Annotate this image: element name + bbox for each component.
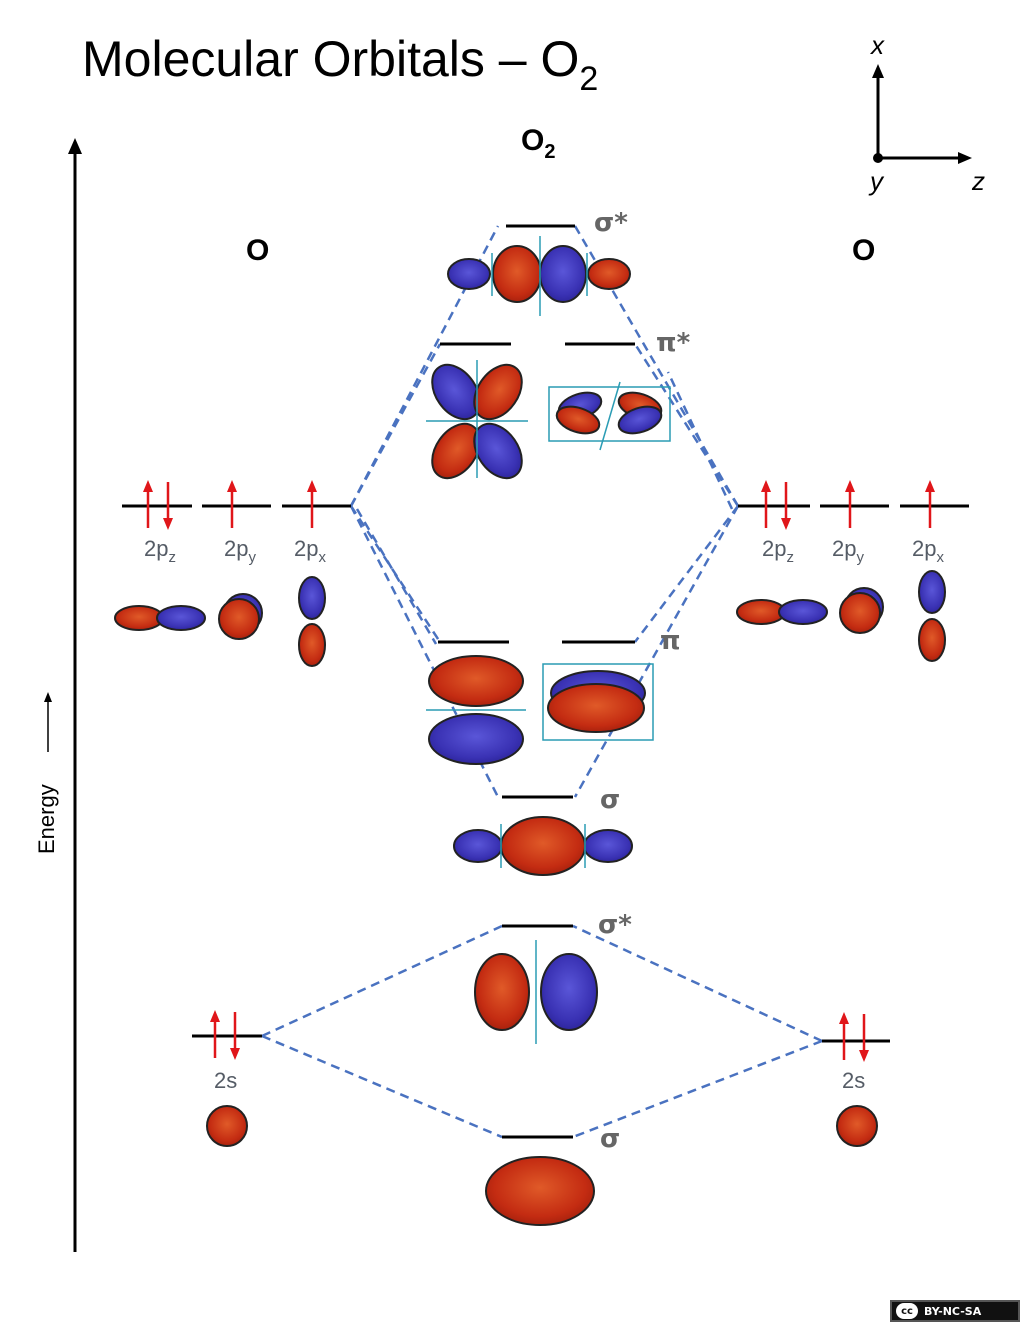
molecule-label: O2 bbox=[521, 124, 556, 163]
license-text: BY-NC-SA bbox=[924, 1304, 982, 1318]
cc-icon: cc bbox=[896, 1303, 918, 1319]
left-2pz-orbital bbox=[114, 605, 206, 631]
energy-axis-label: Energy bbox=[34, 784, 59, 854]
right-2px-label: 2px bbox=[912, 536, 944, 566]
pi-star-2p-orbital-b bbox=[548, 381, 671, 451]
electron-arrows bbox=[143, 480, 935, 1062]
page-title: Molecular Orbitals – O2 bbox=[82, 31, 599, 98]
right-2s-label: 2s bbox=[842, 1068, 866, 1093]
left-atom-label: O bbox=[246, 234, 270, 267]
coordinate-axes bbox=[872, 64, 972, 164]
left-2px-label: 2px bbox=[294, 536, 326, 566]
sigma-star-2p-orbital bbox=[447, 236, 631, 316]
pi-2p-orbital-b bbox=[542, 663, 654, 741]
sigma-star-2p-label: σ* bbox=[594, 208, 628, 238]
right-atom-label: O bbox=[852, 234, 876, 267]
sigma-2p-orbital bbox=[453, 816, 633, 876]
y-axis-label: y bbox=[870, 166, 883, 196]
pi-2p-label: π bbox=[660, 626, 681, 656]
sigma-2s-orbital bbox=[485, 1156, 595, 1226]
license-badge: cc BY-NC-SA bbox=[890, 1300, 1020, 1322]
pi-star-2p-orbital-a bbox=[426, 360, 528, 480]
pi-star-2p-label: π* bbox=[656, 328, 691, 358]
left-2py-label: 2py bbox=[224, 536, 256, 566]
sigma-star-2s-label: σ* bbox=[598, 910, 632, 940]
left-2s-orbital bbox=[206, 1105, 248, 1147]
right-2px-orbital bbox=[918, 570, 946, 662]
energy-label-arrowhead bbox=[44, 692, 52, 702]
sigma-star-2s-orbital bbox=[474, 940, 598, 1044]
left-2s-label: 2s bbox=[214, 1068, 238, 1093]
right-2py-label: 2py bbox=[832, 536, 864, 566]
left-2pz-label: 2pz bbox=[144, 536, 176, 566]
right-2py-orbital bbox=[839, 587, 884, 634]
left-2px-orbital bbox=[298, 576, 326, 667]
z-axis-label: z bbox=[972, 166, 985, 196]
right-2s-orbital bbox=[836, 1105, 878, 1147]
energy-axis-arrowhead bbox=[68, 138, 82, 154]
pi-2p-orbital-a bbox=[426, 655, 526, 765]
left-2py-orbital bbox=[218, 593, 263, 640]
right-2pz-orbital bbox=[736, 599, 828, 625]
right-2pz-label: 2pz bbox=[762, 536, 794, 566]
energy-levels bbox=[122, 224, 969, 1139]
correlation-lines bbox=[261, 225, 823, 1139]
x-axis-label: x bbox=[871, 30, 884, 60]
sigma-2p-label: σ bbox=[600, 785, 621, 815]
sigma-2s-label: σ bbox=[600, 1124, 621, 1154]
